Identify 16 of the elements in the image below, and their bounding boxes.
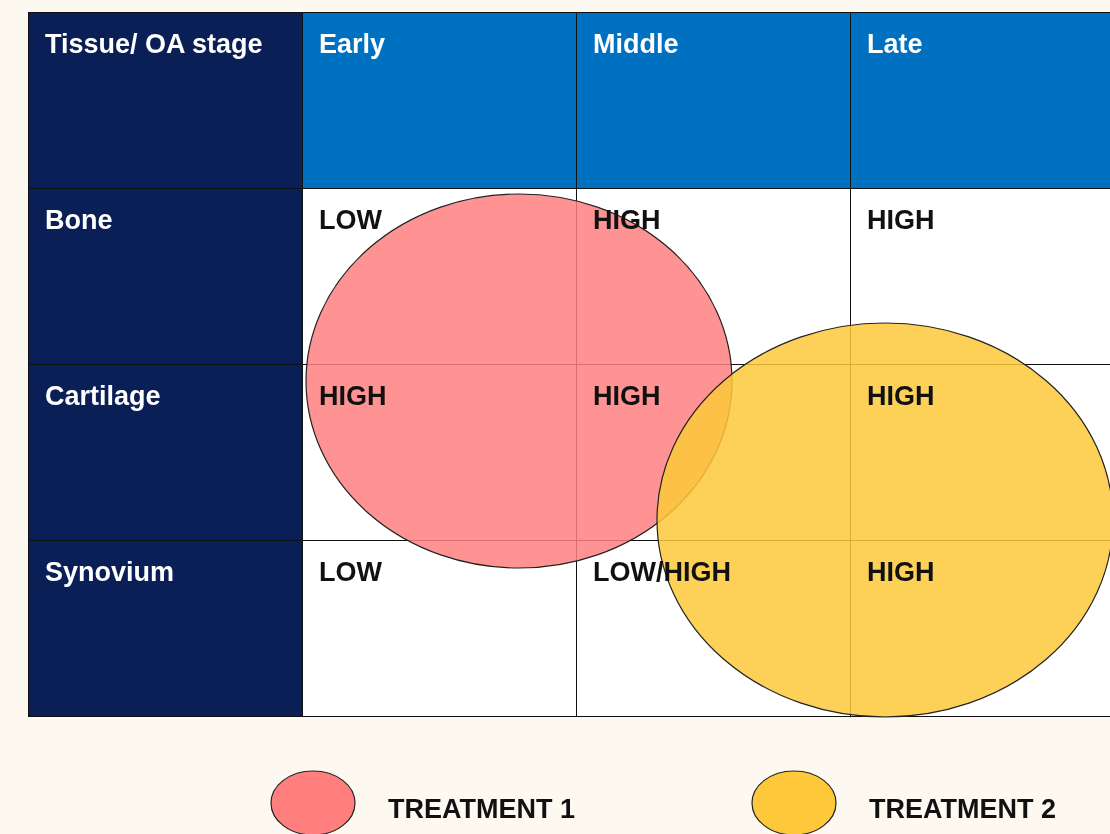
row-header: Synovium bbox=[45, 556, 175, 589]
header-cell-text: Tissue/ OA stage bbox=[45, 28, 263, 61]
column-header: Late bbox=[867, 28, 923, 61]
table-cell-text: HIGH bbox=[867, 556, 935, 589]
column-header: Early bbox=[319, 28, 386, 61]
table-cell-text: LOW bbox=[319, 204, 382, 237]
table-cell-text: HIGH bbox=[867, 380, 935, 413]
column-header: Middle bbox=[593, 28, 679, 61]
table-cell-text: HIGH bbox=[319, 380, 387, 413]
table-cell-text: HIGH bbox=[867, 204, 935, 237]
row-header: Cartilage bbox=[45, 380, 161, 413]
table-cell-text: HIGH bbox=[593, 380, 661, 413]
legend-label: TREATMENT 2 bbox=[869, 793, 1056, 825]
table-cell-text: LOW bbox=[319, 556, 382, 589]
row-header: Bone bbox=[45, 204, 113, 237]
legend-label: TREATMENT 1 bbox=[388, 793, 575, 825]
